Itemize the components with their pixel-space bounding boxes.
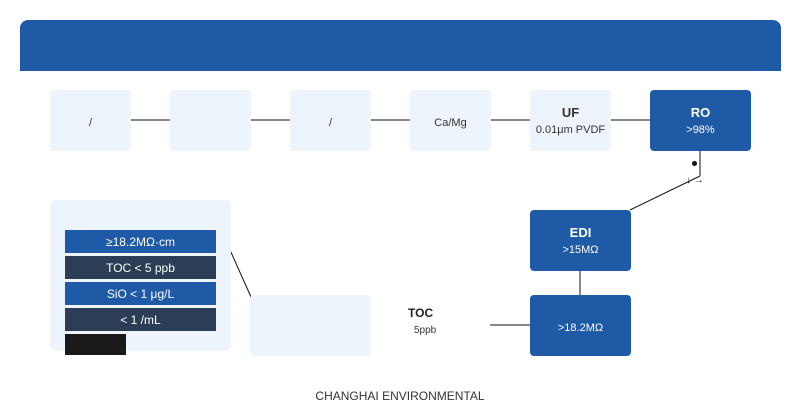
polish-sub: >18.2MΩ: [557, 321, 604, 334]
stage-4-sub: Ca/Mg: [434, 116, 467, 129]
spec-extra: [65, 334, 126, 355]
spec-bacteria: < 1 /mL: [65, 308, 216, 331]
stage-box-uf: UF 0.01μm PVDF: [530, 90, 611, 151]
stage-3-sub: /: [328, 116, 333, 129]
ro-title: RO: [690, 105, 711, 120]
footer-company: CHANGHAI ENVIRONMENTAL: [315, 389, 485, 403]
spec-resistivity: ≥18.2MΩ·cm: [65, 230, 216, 253]
stage-box-edi: EDI >15MΩ: [530, 210, 631, 271]
line-ro-edi: [629, 175, 701, 211]
flow-arrows: ↓ →: [686, 175, 704, 186]
stage-box-softener: Ca/Mg: [410, 90, 491, 151]
toc-sub: 5ppb: [414, 325, 437, 336]
stage-1-sub: /: [88, 116, 93, 129]
stage-box-1: /: [50, 90, 131, 151]
stage-box-ro: RO >98%: [650, 90, 751, 151]
ro-sub: >98%: [686, 124, 715, 136]
stage-box-2: [170, 90, 251, 151]
stage-box-3: /: [290, 90, 371, 151]
uf-sub: 0.01μm PVDF: [535, 124, 606, 136]
header-banner: [20, 20, 781, 71]
uf-title: UF: [561, 105, 580, 120]
edi-sub: >15MΩ: [562, 244, 599, 256]
junction-dot: [692, 161, 697, 166]
spec-toc: TOC < 5 ppb: [65, 256, 216, 279]
line-output-panel: [229, 249, 252, 298]
spec-silica: SiO < 1 μg/L: [65, 282, 216, 305]
output-box: [250, 295, 371, 356]
toc-label: TOC: [408, 306, 434, 320]
edi-title: EDI: [569, 225, 592, 240]
stage-box-polish: >18.2MΩ: [530, 295, 631, 356]
